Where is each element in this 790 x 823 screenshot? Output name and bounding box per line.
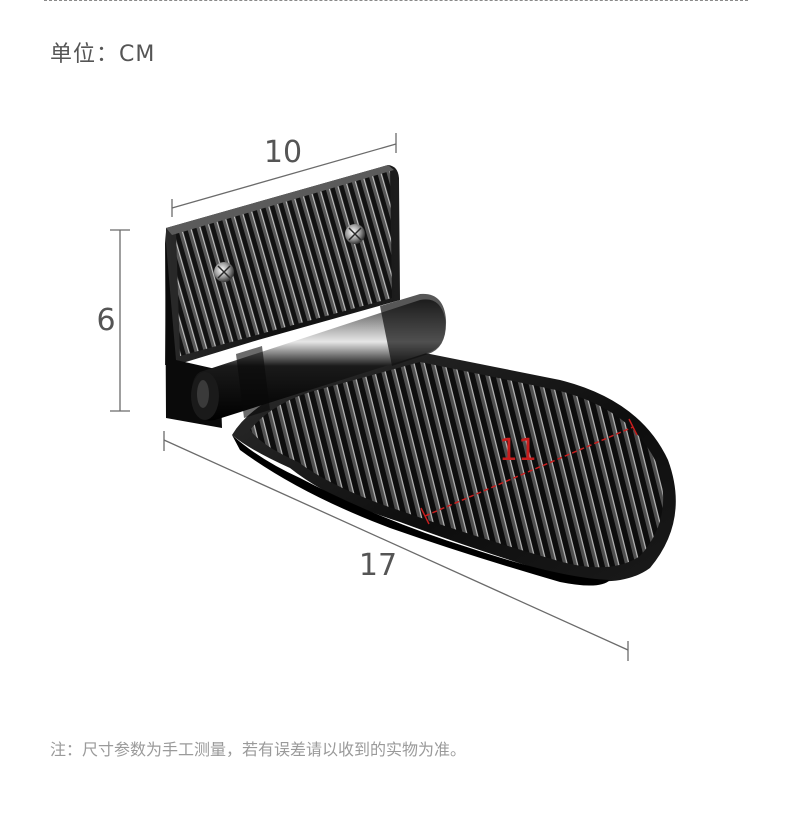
- dimension-pedal-depth: [420, 418, 638, 525]
- dimension-length: [163, 431, 629, 661]
- dimension-length-label: 17: [359, 548, 397, 583]
- mounting-plate: [165, 165, 400, 428]
- dimension-width-top-label: 10: [264, 135, 302, 170]
- unit-label: 单位：CM: [50, 42, 156, 67]
- hinge-tube: [191, 293, 447, 421]
- dimension-width-top: [171, 133, 397, 217]
- dimension-height: [110, 229, 130, 412]
- screw-left: [214, 262, 234, 282]
- screw-right: [345, 224, 365, 244]
- dimension-pedal-depth-label: 11: [499, 433, 537, 468]
- foot-pedal: [232, 352, 676, 586]
- dimension-height-label: 6: [96, 303, 115, 338]
- top-dashed-divider: [44, 0, 748, 1]
- measurement-footnote: 注：尺寸参数为手工测量，若有误差请以收到的实物为准。: [50, 740, 467, 759]
